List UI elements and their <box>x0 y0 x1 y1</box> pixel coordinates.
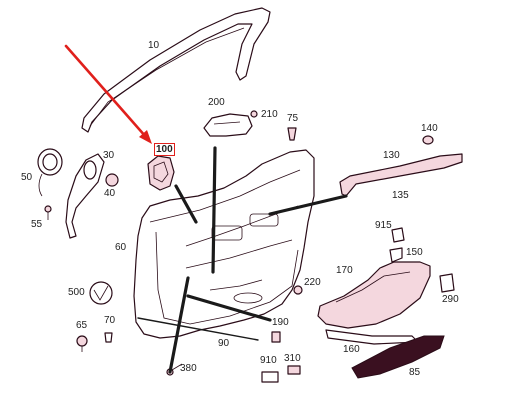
part-label-915[interactable]: 915 <box>375 220 392 231</box>
part-label-170[interactable]: 170 <box>336 265 353 276</box>
part-label-30[interactable]: 30 <box>103 150 115 161</box>
clip-915[interactable] <box>391 227 405 243</box>
part-label-10[interactable]: 10 <box>148 40 160 51</box>
bracket-290[interactable] <box>439 273 455 293</box>
part-label-140[interactable]: 140 <box>421 123 438 134</box>
leader-line-90 <box>137 317 259 341</box>
highlight-arrow <box>64 44 152 144</box>
tweeter-housing[interactable] <box>65 153 105 239</box>
leader-line-100 <box>174 184 198 224</box>
clip-65[interactable] <box>76 335 88 352</box>
part-label-65[interactable]: 65 <box>76 320 88 331</box>
clip-140[interactable] <box>422 135 434 145</box>
clip-190[interactable] <box>271 331 281 343</box>
part-label-220[interactable]: 220 <box>304 277 321 288</box>
window-frame-seal[interactable] <box>81 7 271 133</box>
clip-75[interactable] <box>287 127 297 141</box>
clip-70[interactable] <box>104 332 113 343</box>
leader-line-130 <box>268 194 348 216</box>
part-label-190[interactable]: 190 <box>272 317 289 328</box>
lens-500[interactable] <box>89 281 113 305</box>
door-pocket-160[interactable] <box>317 261 431 329</box>
part-label-200[interactable]: 200 <box>208 97 225 108</box>
speaker-grille-85[interactable] <box>351 335 445 379</box>
part-label-500[interactable]: 500 <box>68 287 85 298</box>
part-label-910[interactable]: 910 <box>260 355 277 366</box>
part-label-50[interactable]: 50 <box>21 172 33 183</box>
part-label-75[interactable]: 75 <box>287 113 299 124</box>
clip-220[interactable] <box>293 285 303 295</box>
clip-40[interactable] <box>105 173 119 187</box>
armrest-150[interactable] <box>389 247 403 263</box>
lower-trim-strip[interactable] <box>325 329 419 345</box>
part-label-100[interactable]: 100 <box>154 143 175 156</box>
part-label-85[interactable]: 85 <box>409 367 421 378</box>
door-trim-panel[interactable] <box>133 149 315 339</box>
screw-210[interactable] <box>250 110 258 118</box>
part-label-290[interactable]: 290 <box>442 294 459 305</box>
part-label-90[interactable]: 90 <box>218 338 230 349</box>
part-label-60[interactable]: 60 <box>115 242 127 253</box>
part-label-150[interactable]: 150 <box>406 247 423 258</box>
part-label-160[interactable]: 160 <box>343 344 360 355</box>
part-label-70[interactable]: 70 <box>104 315 116 326</box>
tweeter-speaker[interactable] <box>37 148 63 197</box>
leader-line-190 <box>186 294 272 322</box>
connector-910[interactable] <box>261 371 279 383</box>
inner-handle-200[interactable] <box>203 113 253 137</box>
part-label-310[interactable]: 310 <box>284 353 301 364</box>
screw-55[interactable] <box>44 205 52 220</box>
leader-line-200 <box>211 146 217 274</box>
connector-310[interactable] <box>287 365 301 375</box>
part-label-210[interactable]: 210 <box>261 109 278 120</box>
part-label-130[interactable]: 130 <box>383 150 400 161</box>
part-label-40[interactable]: 40 <box>104 188 116 199</box>
part-label-135[interactable]: 135 <box>392 190 409 201</box>
part-label-55[interactable]: 55 <box>31 219 43 230</box>
door-opener-bezel[interactable] <box>147 155 175 191</box>
part-label-380[interactable]: 380 <box>180 363 197 374</box>
